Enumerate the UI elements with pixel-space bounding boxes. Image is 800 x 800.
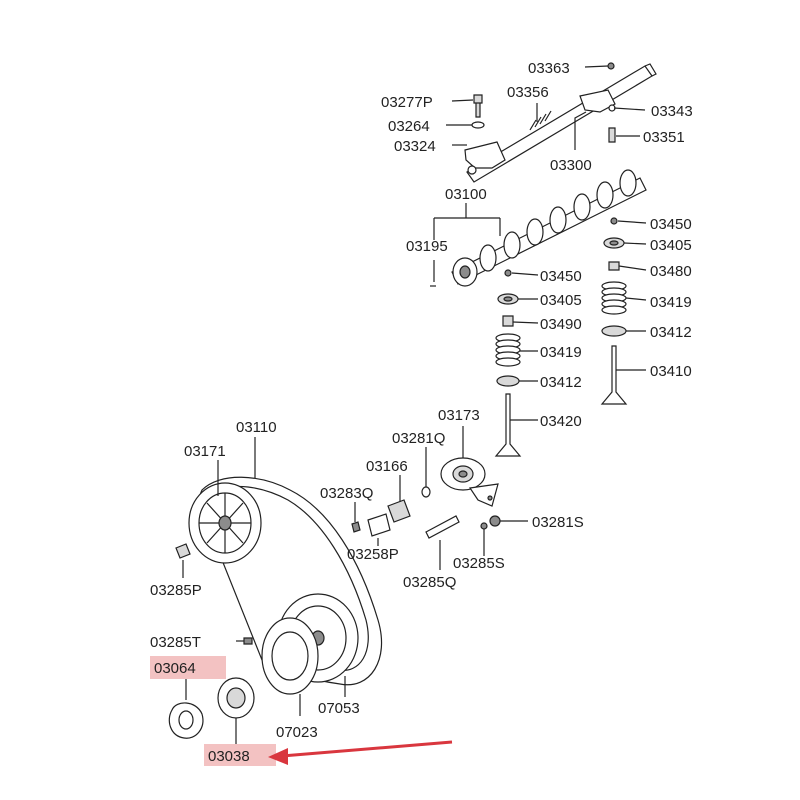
label-03171: 03171 xyxy=(184,443,226,460)
valve-train-center xyxy=(494,269,539,457)
label-03405-b: 03405 xyxy=(540,292,582,309)
label-03412-b: 03412 xyxy=(540,374,582,391)
label-03450-b: 03450 xyxy=(540,268,582,285)
label-03195: 03195 xyxy=(406,238,448,255)
label-03110: 03110 xyxy=(236,419,277,436)
label-03281S: 03281S xyxy=(532,514,584,531)
label-03064: 03064 xyxy=(154,660,196,677)
label-03173: 03173 xyxy=(438,407,480,424)
highlight-box-03038 xyxy=(204,744,276,766)
label-03412-a: 03412 xyxy=(650,324,692,341)
label-03285S: 03285S xyxy=(453,555,505,572)
label-03343: 03343 xyxy=(651,103,693,120)
label-03285T: 03285T xyxy=(150,634,201,651)
red-arrow xyxy=(268,740,453,765)
label-03410: 03410 xyxy=(650,363,692,380)
label-03166: 03166 xyxy=(366,458,408,475)
label-03285Q: 03285Q xyxy=(403,574,456,591)
label-07053: 07053 xyxy=(318,700,360,717)
part-labels: 03363 03277P 03356 03343 03264 03351 033… xyxy=(150,60,693,765)
highlight-box-03064 xyxy=(150,656,226,679)
label-03351: 03351 xyxy=(643,129,685,146)
camshaft xyxy=(430,169,647,287)
label-03300: 03300 xyxy=(550,157,592,174)
label-03258P: 03258P xyxy=(347,546,399,563)
label-03420: 03420 xyxy=(540,413,582,430)
label-03038: 03038 xyxy=(208,748,250,765)
label-03100: 03100 xyxy=(445,186,487,203)
label-03356: 03356 xyxy=(507,84,549,101)
label-03283Q: 03283Q xyxy=(320,485,373,502)
label-03450-a: 03450 xyxy=(650,216,692,233)
rocker-shaft-assembly xyxy=(446,62,657,183)
label-03281Q: 03281Q xyxy=(392,430,445,447)
label-03277P: 03277P xyxy=(381,94,433,111)
label-03363: 03363 xyxy=(528,60,570,77)
label-03490: 03490 xyxy=(540,316,582,333)
label-03285P: 03285P xyxy=(150,582,202,599)
label-03405-a: 03405 xyxy=(650,237,692,254)
label-03324: 03324 xyxy=(394,138,436,155)
timing-belt-assembly xyxy=(168,437,383,744)
label-03264: 03264 xyxy=(388,118,430,135)
valve-train-right xyxy=(600,217,647,405)
label-03419-b: 03419 xyxy=(540,344,582,361)
label-07023: 07023 xyxy=(276,724,318,741)
tensioner-assembly xyxy=(351,426,528,570)
label-03480: 03480 xyxy=(650,263,692,280)
label-03419-a: 03419 xyxy=(650,294,692,311)
